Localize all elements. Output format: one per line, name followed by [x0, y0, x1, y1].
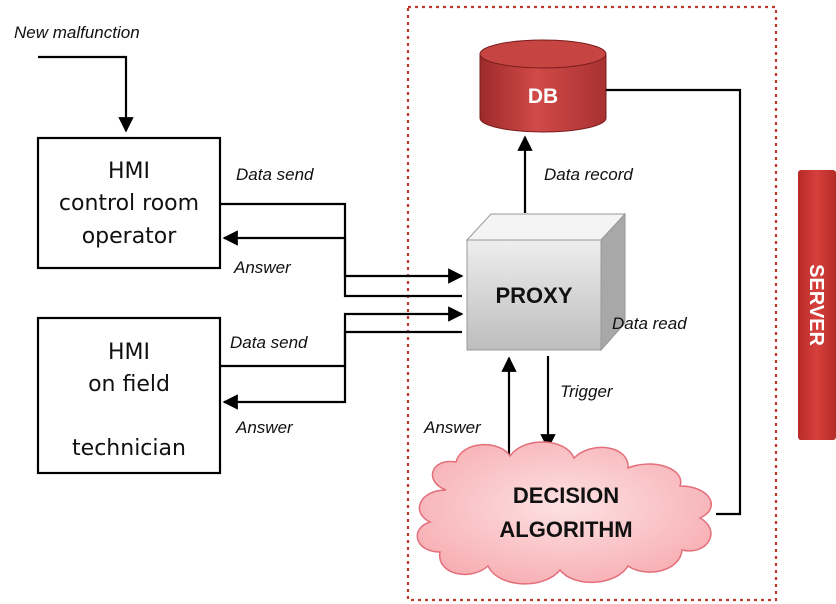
- new-malfunction-arrow: [38, 55, 134, 133]
- hmi-control-line3: operator: [82, 224, 178, 249]
- hmi-field-line3: technician: [72, 436, 186, 461]
- hmi-field-line1: HMI: [108, 340, 150, 365]
- decision-line2: ALGORITHM: [499, 517, 632, 542]
- trigger-label: Trigger: [560, 382, 614, 401]
- hmi-field-line2: on field: [88, 372, 170, 397]
- db-label: DB: [528, 85, 558, 108]
- proxy-cube: PROXY: [465, 212, 627, 352]
- data-read-label: Data read: [612, 314, 687, 333]
- db-cylinder: DB: [479, 39, 607, 133]
- data-send-label-2: Data send: [230, 333, 308, 352]
- server-boundary: [406, 5, 778, 602]
- answer-label-1: Answer: [233, 258, 292, 277]
- hmi-control-room-box: HMI control room operator: [36, 136, 222, 270]
- data-read-wire: [606, 88, 742, 516]
- field-answer-wire: [222, 330, 462, 410]
- proxy-label: PROXY: [495, 283, 572, 308]
- hmi-field-box: HMI on field technician: [36, 316, 222, 475]
- server-tab: SERVER: [798, 170, 836, 440]
- answer-label-3: Answer: [423, 418, 482, 437]
- control-answer-wire: [222, 230, 462, 298]
- data-send-label-1: Data send: [236, 165, 314, 184]
- data-record-label: Data record: [544, 165, 633, 184]
- answer-label-2: Answer: [235, 418, 294, 437]
- new-malfunction-label: New malfunction: [14, 23, 140, 42]
- decision-line1: DECISION: [513, 483, 619, 508]
- hmi-control-line2: control room: [59, 191, 199, 216]
- decision-algorithm-cloud: DECISION ALGORITHM: [416, 441, 713, 585]
- server-label: SERVER: [805, 264, 827, 346]
- hmi-control-line1: HMI: [108, 159, 150, 184]
